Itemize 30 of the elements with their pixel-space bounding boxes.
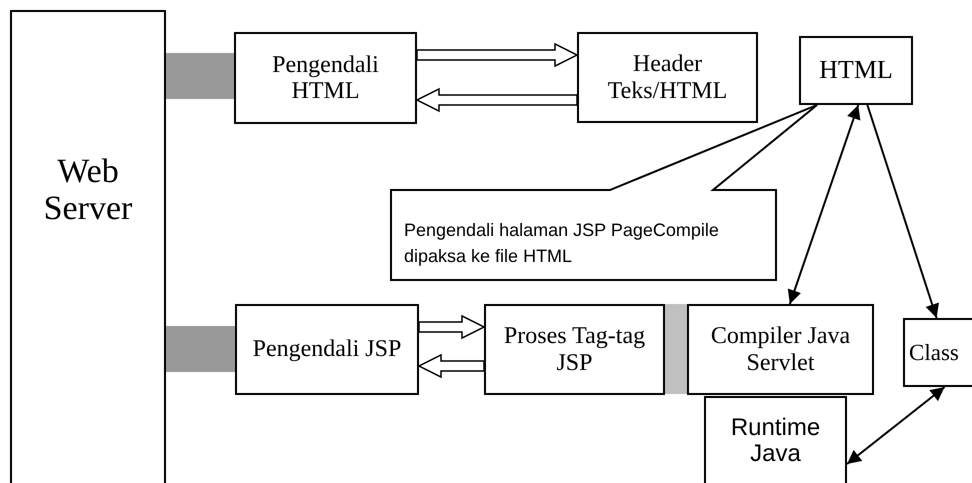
- callout: [390, 104, 818, 281]
- process-box: [903, 318, 972, 387]
- process-box: [577, 32, 758, 123]
- box-label: HTML: [819, 56, 893, 85]
- process-box: [704, 396, 847, 483]
- box-label: Runtime Java: [730, 414, 822, 468]
- box-label: Class: [909, 340, 959, 366]
- arrow: [846, 386, 946, 465]
- box-label: Pengendali JSP: [252, 336, 402, 363]
- connector-bar: [665, 304, 687, 394]
- process-box: [799, 36, 913, 105]
- arrow: [866, 104, 939, 318]
- box-label: Pengendali HTML: [271, 52, 380, 104]
- arrow: [788, 104, 860, 304]
- connector-bar: [166, 326, 235, 372]
- callout-text: Pengendali halaman JSP PageCompile dipaksa ke file HTML: [404, 218, 720, 268]
- process-box: [235, 304, 419, 395]
- process-box: [234, 32, 417, 124]
- box-label: Compiler Java Servlet: [710, 323, 852, 376]
- hollow-arrow: [417, 354, 485, 378]
- hollow-arrow: [416, 42, 579, 68]
- connector-bar: [166, 53, 234, 99]
- box-label: Proses Tag-tag JSP: [502, 323, 646, 376]
- hollow-arrow: [418, 314, 486, 340]
- process-box: [687, 304, 874, 395]
- box-label: Header Teks/HTML: [606, 51, 728, 104]
- server-box: [10, 10, 166, 483]
- process-box: [484, 304, 665, 395]
- hollow-arrow: [415, 88, 578, 112]
- box-label: Web Server: [42, 152, 134, 228]
